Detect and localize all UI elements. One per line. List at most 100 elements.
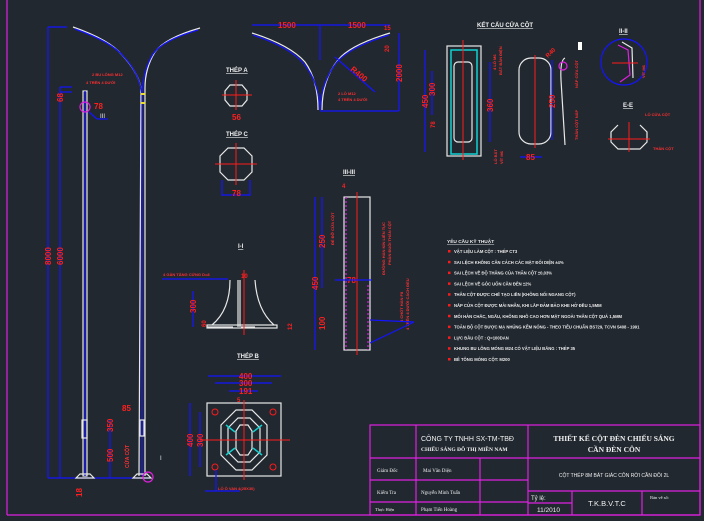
svg-text:300: 300: [239, 379, 253, 388]
drawing-name: CỘT THÉP 8M BÁT GIÁC CÔN RỜI CẦN ĐÔI 2L: [559, 472, 670, 479]
svg-text:85: 85: [122, 404, 131, 413]
svg-text:ĐƯỜNG HÀN KÍN LIÊN TỤC: ĐƯỜNG HÀN KÍN LIÊN TỤC: [381, 222, 386, 275]
note-bullet-icon: [448, 347, 451, 350]
note-item: LỰC ĐẦU CỘT : Q=100DAN: [454, 335, 509, 340]
svg-text:250: 250: [548, 94, 557, 108]
svg-text:400: 400: [239, 372, 253, 381]
svg-text:15: 15: [384, 26, 391, 32]
note-item: THÂN CỘT ĐƯỢC CHẾ TẠO LIỀN (KHÔNG NỐI NG…: [454, 292, 576, 297]
steel-a-section: THÉP A 56: [222, 66, 252, 122]
svg-text:ĐẾ ĐỠ CỬA CỘT: ĐẾ ĐỠ CỬA CỘT: [330, 212, 335, 245]
svg-text:Mai Văn Diện: Mai Văn Diện: [423, 469, 452, 474]
svg-text:LỖ BẮT: LỖ BẮT: [493, 149, 498, 164]
svg-text:250: 250: [318, 234, 327, 248]
note-item: NẮP CỬA CỘT ĐƯỢC MÀI NHẴN, KHI LẮP ĐẢM B…: [454, 303, 602, 308]
svg-text:360: 360: [486, 98, 495, 112]
pole-base: [74, 473, 96, 479]
note-bullet-icon: [448, 325, 451, 329]
technical-notes: YÊU CẦU KỸ THUẬT VẬT LIỆU LÀM CỘT : THÉP…: [447, 237, 640, 362]
title-block: CÔNG TY TNHH SX-TM-TBĐ CHIẾU SÁNG ĐÔ THỊ…: [369, 424, 701, 516]
svg-text:5: 5: [237, 398, 241, 404]
section-e-e: E-E LỖ CỬA CỘT THÂN CỘT: [608, 103, 674, 152]
steel-b-baseplate: THÉP B 400 300 191 5 400 300 LỖ Ô VAN 4(…: [186, 352, 290, 492]
svg-text:LỖ CỬA CỘT: LỖ CỬA CỘT: [645, 112, 671, 117]
dim-68: 68: [56, 93, 65, 102]
svg-text:10: 10: [241, 274, 248, 280]
svg-text:2000: 2000: [395, 64, 404, 82]
svg-text:4 TRÊN 4 DƯỚI CÁCH ĐỀU: 4 TRÊN 4 DƯỚI CÁCH ĐỀU: [405, 278, 410, 330]
svg-text:Phạm Tiến Hoàng: Phạm Tiến Hoàng: [421, 508, 458, 513]
note-item: SAI LỆCH KHÔNG CÂN CÁCH CÁC MẶT ĐỐI DIỆN…: [454, 260, 564, 265]
svg-text:85: 85: [526, 153, 535, 162]
svg-text:Giám Đốc: Giám Đốc: [377, 469, 398, 474]
note-item: SAI LỆCH VỀ ĐỘ THẲNG CỦA THÂN CỘT ±0,03%: [454, 271, 552, 276]
svg-text:12: 12: [288, 323, 294, 330]
svg-text:1500: 1500: [348, 21, 366, 30]
svg-text:20: 20: [385, 45, 391, 52]
svg-text:LỖ Ô VAN 4(25X30): LỖ Ô VAN 4(25X30): [218, 486, 255, 491]
note-bullet-icon: [448, 314, 451, 318]
svg-text:1500: 1500: [278, 21, 296, 30]
svg-text:56: 56: [232, 113, 241, 122]
note-item: BÊ TÔNG MÓNG CỘT: M200: [454, 357, 511, 362]
svg-text:4 GÂN TĂNG CỨNG D=8: 4 GÂN TĂNG CỨNG D=8: [163, 272, 210, 277]
svg-text:E-E: E-E: [623, 103, 633, 109]
svg-text:191: 191: [239, 387, 253, 396]
dim-6000: 6000: [56, 247, 65, 265]
svg-text:300: 300: [189, 299, 198, 313]
svg-text:III: III: [100, 114, 105, 120]
note-bullet-icon: [448, 282, 451, 285]
svg-text:III-III: III-III: [343, 170, 355, 176]
svg-text:THÂN CỘT NẮP: THÂN CỘT NẮP: [574, 109, 579, 140]
svg-text:T.K.B.V.T.C: T.K.B.V.T.C: [588, 499, 626, 508]
svg-text:2 LỖ M12: 2 LỖ M12: [338, 91, 357, 96]
note-bullet-icon: [448, 271, 451, 275]
detail-circle-I: [142, 471, 154, 483]
svg-text:78: 78: [431, 121, 437, 128]
pole-door: [81, 419, 88, 439]
svg-text:PHẦN ĐUÔI THÂN CỘT: PHẦN ĐUÔI THÂN CỘT: [387, 220, 392, 265]
arm-detail: 1500 1500 2000 R400 2 LỖ M12 4 TRÊN 4 DƯ…: [251, 21, 404, 112]
svg-text:350: 350: [106, 418, 115, 432]
svg-text:300: 300: [428, 82, 437, 96]
svg-text:4 CHỐT HÀN F8: 4 CHỐT HÀN F8: [399, 291, 404, 322]
svg-text:400: 400: [186, 433, 195, 447]
svg-text:II-II: II-II: [619, 29, 628, 35]
svg-text:60: 60: [202, 320, 208, 327]
steel-c-section: THÉP C 78: [215, 130, 257, 198]
svg-text:4 LỖ M6: 4 LỖ M6: [492, 54, 497, 70]
svg-text:Bản vẽ số:: Bản vẽ số:: [650, 495, 669, 500]
note-item: VẬT LIỆU LÀM CỘT : THÉP CT3: [454, 249, 518, 254]
svg-text:450: 450: [421, 94, 430, 108]
svg-text:NẮP CỬA CỘT: NẮP CỬA CỘT: [574, 59, 579, 88]
svg-text:Thực Hiện: Thực Hiện: [375, 507, 395, 512]
note-item: MỐI HÀN CHẮC, NGẤU, KHÔNG NHÔ CAO HƠN MẶ…: [454, 314, 623, 319]
svg-text:R400: R400: [349, 65, 370, 85]
svg-text:500: 500: [106, 448, 115, 462]
section-mark-II: [578, 42, 582, 50]
svg-text:4 TRÊN 4 DƯỚI: 4 TRÊN 4 DƯỚI: [86, 80, 115, 85]
svg-text:18: 18: [75, 488, 84, 497]
note-bullet-icon: [448, 336, 451, 339]
section-iii-iii: III-III 4 450 250 100 78 ĐẾ ĐỠ CỬA CỘT Đ…: [311, 170, 415, 355]
svg-text:78: 78: [94, 102, 103, 111]
pole-elevation: 8000 6000 68 78 III I 2 BU LÔNG M12 4 TR…: [44, 26, 201, 497]
note-item: SAI LỆCH VỀ GÓC UỐN CẦN ĐÈN ±2%: [454, 281, 531, 286]
section-ii-ii: II-II VÍT M6: [600, 29, 648, 86]
note-bullet-icon: [448, 260, 451, 264]
detail-circle-III: [79, 101, 91, 113]
svg-text:2 BU LÔNG M12: 2 BU LÔNG M12: [92, 72, 123, 77]
svg-text:VÍT M6: VÍT M6: [499, 150, 504, 164]
section-i-i: I-I 4 GÂN TĂNG CỨNG D=8 300 60 12 10: [162, 244, 294, 335]
note-bullet-icon: [448, 304, 451, 307]
svg-text:KẾT CẤU CỬA CỘT: KẾT CẤU CỬA CỘT: [477, 21, 533, 29]
company-name-1: CÔNG TY TNHH SX-TM-TBĐ: [421, 434, 514, 443]
svg-text:450: 450: [311, 276, 320, 290]
svg-text:100: 100: [318, 316, 327, 330]
note-bullet-icon: [448, 358, 451, 361]
note-bullet-icon: [448, 293, 451, 296]
svg-text:BẮT BẢN ĐIỆN: BẮT BẢN ĐIỆN: [498, 46, 503, 75]
svg-text:4 TRÊN 4 DƯỚI: 4 TRÊN 4 DƯỚI: [338, 97, 367, 102]
svg-text:CỬA CỘT: CỬA CỘT: [123, 445, 131, 468]
